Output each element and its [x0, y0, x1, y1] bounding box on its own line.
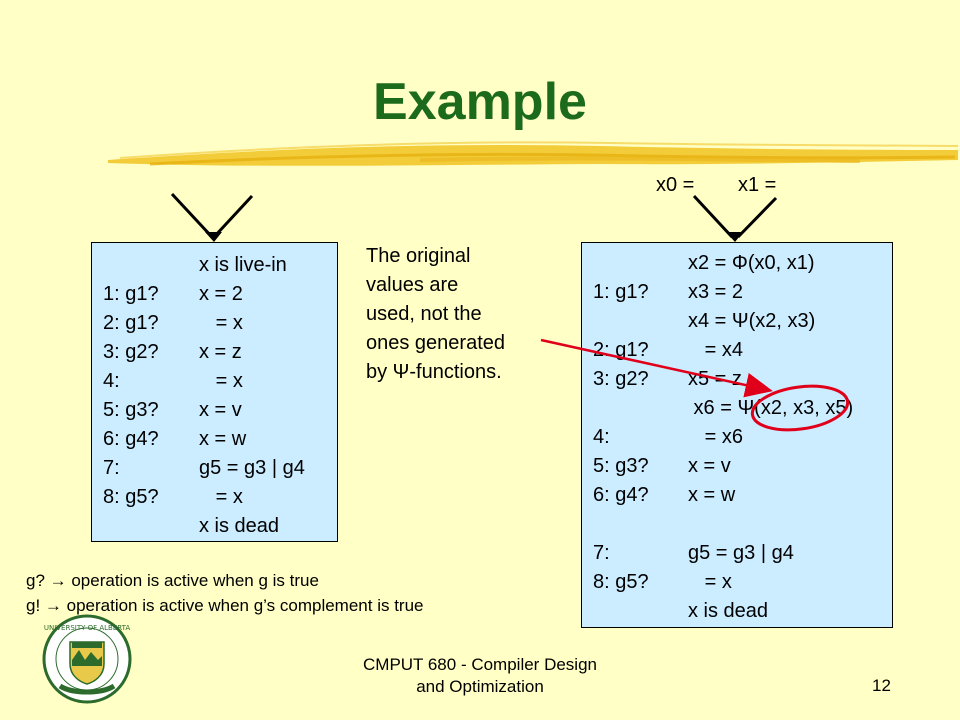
code-statement: g5 = g3 | g4 [199, 457, 305, 479]
slide-title: Example [373, 73, 587, 131]
guard-label: 7: [593, 542, 610, 564]
right-arrowhead [726, 232, 743, 242]
incoming-value-x1: x1 = [738, 174, 777, 196]
code-statement: x = z [199, 341, 242, 363]
code-statement: = x [199, 312, 243, 334]
note-line: values are [366, 274, 459, 296]
original-code-rows: x is live-in 1: g1? x = 2 2: g1? = x 3: g2? x… [92, 251, 337, 541]
guard-label: 5: g3? [103, 399, 159, 421]
left-incoming-arrow-1 [170, 192, 214, 239]
guard-label: 8: g5? [593, 571, 649, 593]
code-statement: x = w [688, 484, 736, 506]
guard-label: 5: g3? [593, 455, 649, 477]
code-row: 3: g2? x = z [92, 338, 337, 367]
code-statement: g5 = g3 | g4 [688, 542, 794, 564]
code-statement: x3 = 2 [688, 281, 744, 303]
code-statement: x = v [199, 399, 242, 421]
right-incoming-arrow-x1 [736, 196, 778, 239]
crest-lettering: UNIVERSITY OF ALBERTA [44, 624, 131, 632]
guard-label: 6: g4? [103, 428, 159, 450]
note-line: The original [366, 245, 471, 267]
code-row: 7: g5 = g3 | g4 [582, 539, 892, 568]
code-row: 2: g1? = x4 [582, 336, 892, 365]
code-statement: x2 = Φ(x0, x1) [688, 252, 815, 274]
title-underline-brush [108, 141, 959, 166]
code-statement: x6 = Ψ(x2, x3, x5) [688, 397, 854, 419]
code-statement: x is live-in [199, 254, 287, 276]
slide-footer: CMPUT 680 - Compiler Design and Optimiza… [300, 654, 660, 698]
code-row: 6: g4? x = w [582, 481, 892, 510]
code-statement: x = 2 [199, 283, 243, 305]
code-row: 2: g1? = x [92, 309, 337, 338]
ssa-code-block: x2 = Φ(x0, x1) 1: g1? x3 = 2 x4 = Ψ(x2, x3)… [581, 242, 893, 628]
code-statement: x is dead [688, 600, 769, 622]
ssa-code-rows: x2 = Φ(x0, x1) 1: g1? x3 = 2 x4 = Ψ(x2, x3)… [582, 249, 892, 626]
legend-line: g? → operation is active when g is true [26, 571, 319, 590]
guard-label: 8: g5? [103, 486, 159, 508]
code-statement: x is dead [199, 515, 280, 537]
guard-label: 1: g1? [103, 283, 159, 305]
guard-label: 1: g1? [593, 281, 649, 303]
code-row: x6 = Ψ(x2, x3, x5) [582, 394, 892, 423]
legend-line: g! → operation is active when g’s comple… [26, 596, 424, 615]
code-row: 6: g4? x = w [92, 425, 337, 454]
code-row: 1: g1? x3 = 2 [582, 278, 892, 307]
code-row [582, 510, 892, 539]
code-statement: = x [199, 370, 243, 392]
incoming-value-x0: x0 = [656, 174, 695, 196]
code-statement: = x6 [688, 426, 744, 448]
guard-label: 2: g1? [593, 339, 649, 361]
code-statement: = x4 [688, 339, 744, 361]
note-line: used, not the [366, 303, 482, 325]
left-arrowhead [205, 232, 222, 242]
code-row: 7: g5 = g3 | g4 [92, 454, 337, 483]
code-row: x is dead [582, 597, 892, 626]
code-row: 4: = x [92, 367, 337, 396]
code-row: x is live-in [92, 251, 337, 280]
code-statement: x5 = z [688, 368, 742, 390]
code-statement: = x [199, 486, 243, 508]
note-line: by Ψ-functions. [366, 361, 502, 383]
guard-label: 4: [593, 426, 610, 448]
code-statement: x = v [688, 455, 731, 477]
footer-course-line1: CMPUT 680 - Compiler Design [363, 655, 597, 674]
explanation-note: The original values are used, not the on… [366, 242, 546, 387]
left-incoming-arrow-2 [212, 194, 254, 239]
footer-course-line2: and Optimization [416, 677, 544, 696]
page-number: 12 [872, 676, 891, 695]
guard-label: 3: g2? [103, 341, 159, 363]
code-row: 1: g1? x = 2 [92, 280, 337, 309]
original-code-block: x is live-in 1: g1? x = 2 2: g1? = x 3: g2? x… [91, 242, 338, 542]
guard-legend: g? → operation is active when g is true … [26, 568, 424, 618]
university-of-alberta-crest-icon: UNIVERSITY OF ALBERTA [42, 614, 132, 704]
code-row: 5: g3? x = v [92, 396, 337, 425]
code-row: 4: = x6 [582, 423, 892, 452]
code-statement: x4 = Ψ(x2, x3) [688, 310, 816, 332]
guard-label: 6: g4? [593, 484, 649, 506]
code-row: 3: g2? x5 = z [582, 365, 892, 394]
code-statement: x = w [199, 428, 247, 450]
code-row: x2 = Φ(x0, x1) [582, 249, 892, 278]
right-incoming-arrow-x0 [692, 194, 734, 239]
guard-label: 3: g2? [593, 368, 649, 390]
code-row: 8: g5? = x [92, 483, 337, 512]
code-row: 5: g3? x = v [582, 452, 892, 481]
code-row: x is dead [92, 512, 337, 541]
guard-label: 4: [103, 370, 120, 392]
code-statement: = x [688, 571, 732, 593]
note-line: ones generated [366, 332, 506, 354]
code-row: x4 = Ψ(x2, x3) [582, 307, 892, 336]
guard-label: 2: g1? [103, 312, 159, 334]
code-row: 8: g5? = x [582, 568, 892, 597]
guard-label: 7: [103, 457, 120, 479]
